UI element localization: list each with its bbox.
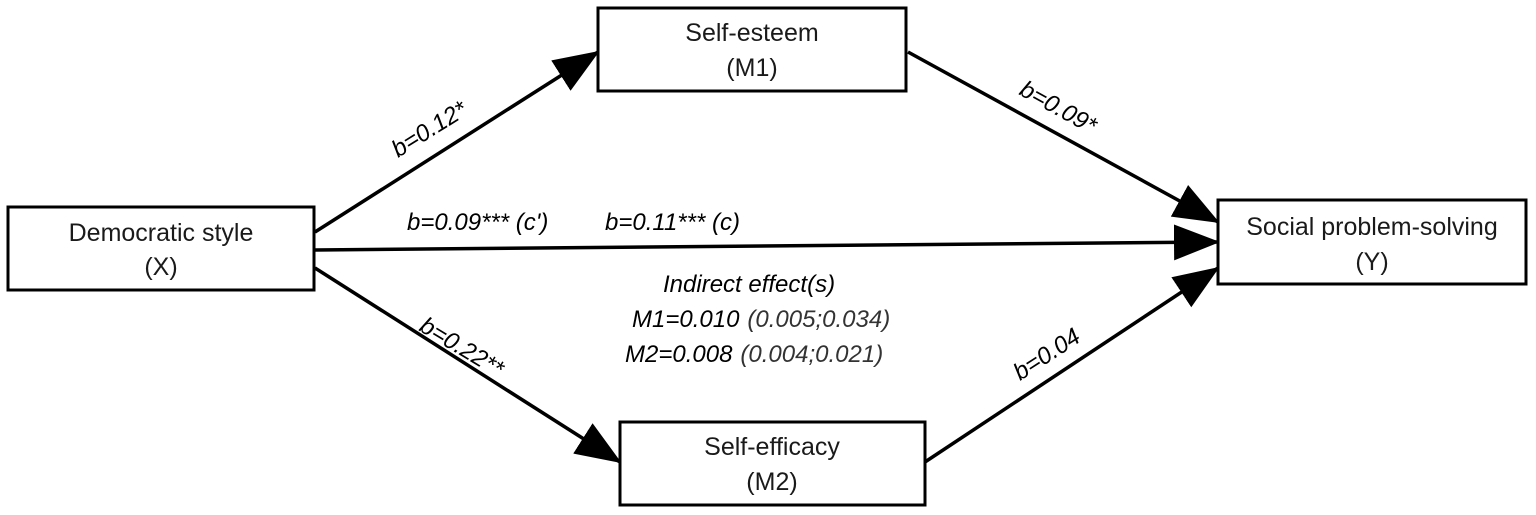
edge-m1-to-y: [907, 50, 1220, 224]
node-self-efficacy: Self-efficacy (M2): [618, 420, 927, 507]
edge-x-to-y: [314, 224, 1220, 261]
indirect-m1-value: M1=0.010: [632, 306, 740, 333]
label-m1-y: b=0.09*: [1015, 76, 1102, 140]
label-x-m2: b=0.22**: [415, 312, 509, 383]
indirect-m2: M2=0.008 (0.004;0.021): [625, 341, 883, 368]
node-y-name: Social problem-solving: [1246, 213, 1498, 241]
label-m2-y: b=0.04: [1009, 323, 1086, 386]
label-direct-effect: b=0.09*** (c'): [407, 209, 548, 236]
node-m1-code: (M1): [726, 54, 777, 82]
node-democratic-style: Democratic style (X): [6, 205, 316, 292]
indirect-title: Indirect effect(s): [663, 271, 835, 298]
indirect-m2-value: M2=0.008: [625, 341, 733, 368]
node-x-name: Democratic style: [69, 219, 254, 247]
node-self-esteem: Self-esteem (M1): [596, 6, 908, 93]
node-y-code: (Y): [1355, 248, 1388, 276]
node-social-problem-solving: Social problem-solving (Y): [1216, 198, 1528, 286]
label-x-m1: b=0.12*: [387, 96, 473, 163]
edge-x-to-m1: [314, 50, 600, 234]
edge-m2-to-y: [924, 266, 1220, 464]
indirect-m2-ci: (0.004;0.021): [740, 341, 883, 368]
node-x-code: (X): [144, 253, 177, 281]
indirect-m1-ci: (0.005;0.034): [747, 306, 890, 333]
label-total-effect: b=0.11*** (c): [605, 209, 740, 236]
node-m2-code: (M2): [746, 468, 797, 496]
edge-x-to-m2: [314, 266, 622, 464]
node-m1-name: Self-esteem: [685, 19, 818, 47]
node-m2-name: Self-efficacy: [704, 433, 840, 461]
indirect-m1: M1=0.010 (0.005;0.034): [632, 306, 890, 333]
